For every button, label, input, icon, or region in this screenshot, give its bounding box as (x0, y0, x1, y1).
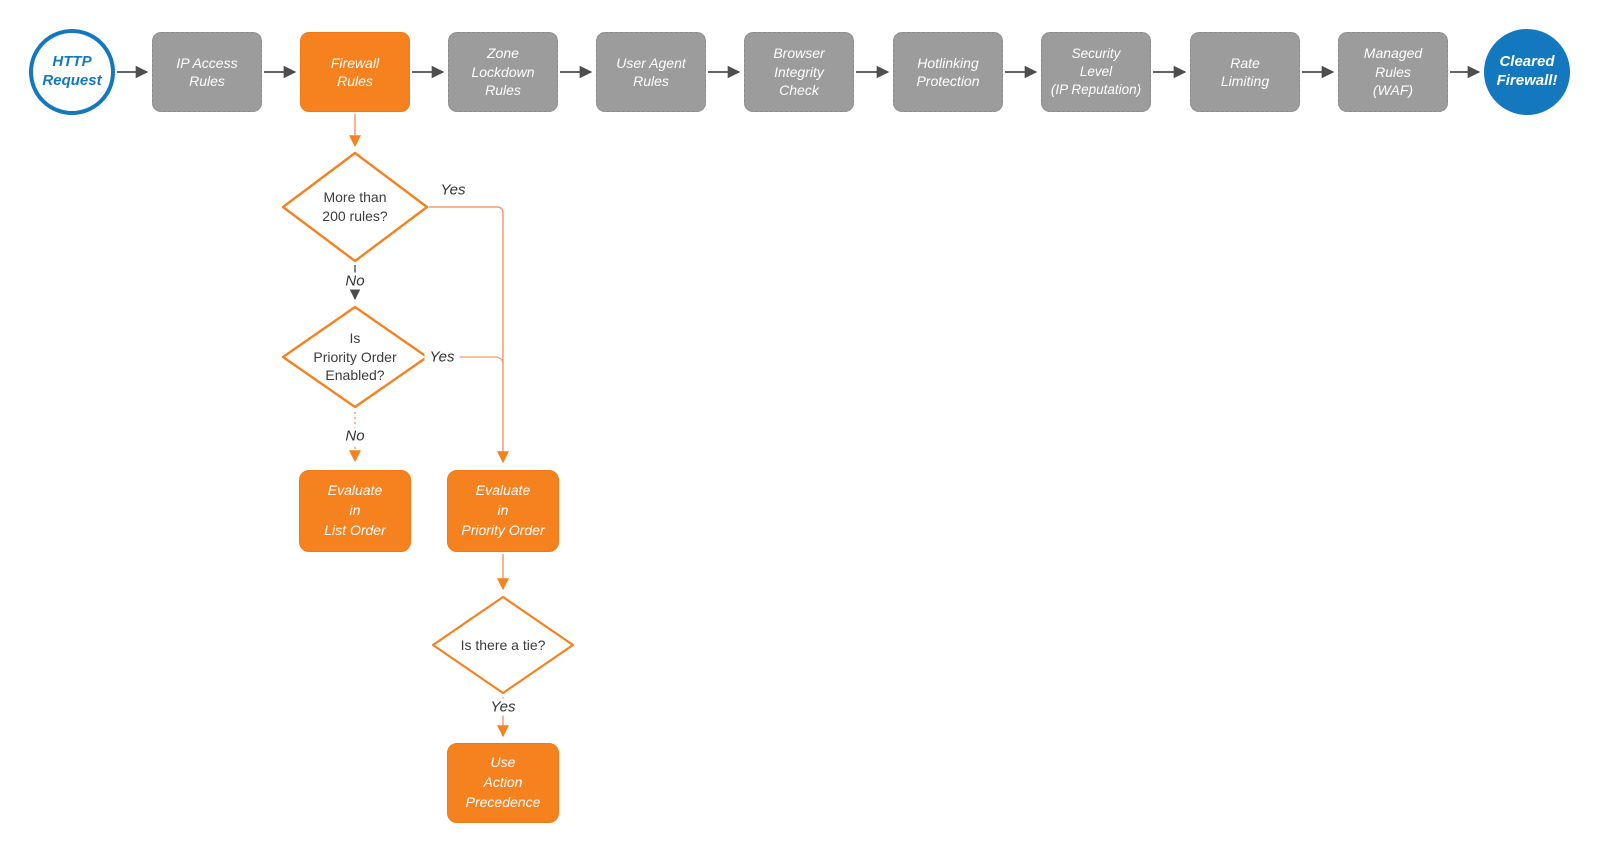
connector-decision2-yes-merge (429, 356, 504, 365)
edge-label-no-more-than-200: No (340, 272, 370, 290)
diamond-shape (431, 595, 575, 695)
diamond-shape (281, 305, 429, 409)
decision-label: Is Priority Order Enabled? (313, 329, 397, 384)
decision-more-than-200-rules: More than 200 rules? (281, 151, 429, 263)
step-managed-rules-waf: Managed Rules (WAF) (1338, 32, 1448, 112)
decision-label: More than 200 rules? (322, 189, 388, 224)
step-hotlinking-protection: Hotlinking Protection (893, 32, 1003, 112)
step-zone-lockdown-rules: Zone Lockdown Rules (448, 32, 558, 112)
edge-label-no-priority-order: No (340, 427, 370, 445)
step-firewall-rules: Firewall Rules (300, 32, 410, 112)
step-user-agent-rules: User Agent Rules (596, 32, 706, 112)
decision-label: Is there a tie? (460, 636, 546, 653)
diamond-shape (281, 151, 429, 263)
action-evaluate-in-priority-order: Evaluate in Priority Order (447, 470, 559, 552)
start-node-http-request: HTTP Request (29, 29, 115, 115)
edge-label-yes-tie: Yes (485, 698, 521, 716)
step-rate-limiting: Rate Limiting (1190, 32, 1300, 112)
decision-priority-order-enabled: Is Priority Order Enabled? (281, 305, 429, 409)
step-ip-access-rules: IP Access Rules (152, 32, 262, 112)
step-browser-integrity-check: Browser Integrity Check (744, 32, 854, 112)
edge-label-yes-priority-order: Yes (424, 348, 460, 366)
connector-decision1-yes-to-priority-order (429, 206, 509, 464)
end-node-cleared-firewall: Cleared Firewall! (1484, 29, 1570, 115)
edge-label-yes-more-than-200: Yes (435, 181, 471, 199)
decision-is-there-a-tie: Is there a tie? (431, 595, 575, 695)
action-evaluate-in-list-order: Evaluate in List Order (299, 470, 411, 552)
step-security-level-ip-reputation: Security Level (IP Reputation) (1041, 32, 1151, 112)
action-use-action-precedence: Use Action Precedence (447, 743, 559, 823)
